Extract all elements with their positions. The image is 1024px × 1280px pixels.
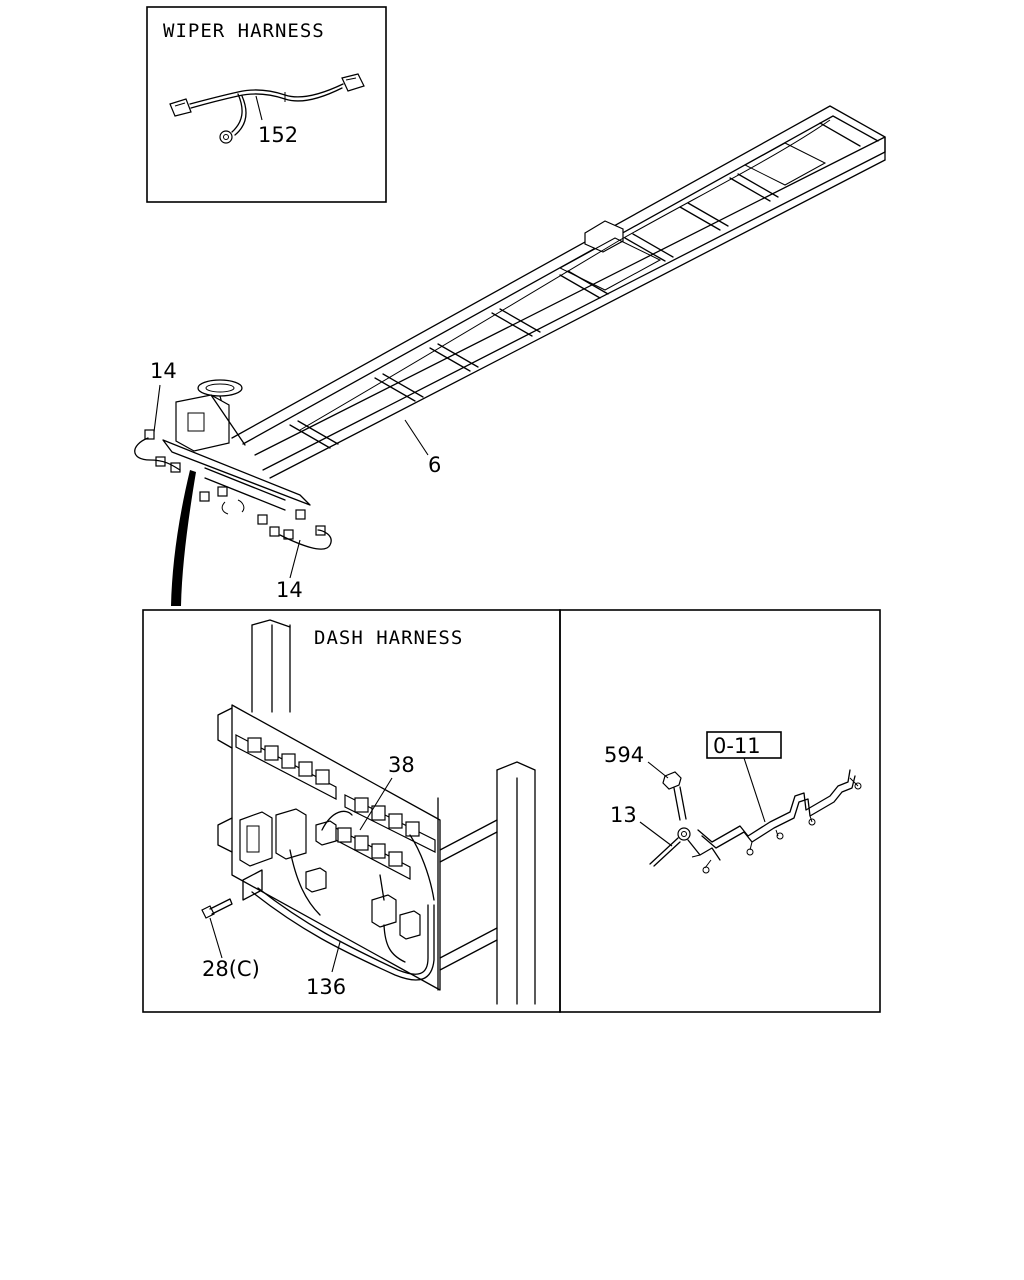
wiper-panel-border — [146, 6, 387, 203]
ground-wire-drawing — [639, 757, 862, 874]
callout-152: 152 — [258, 123, 298, 147]
callout-14-lower: 14 — [276, 578, 303, 602]
callout-13: 13 — [610, 803, 637, 827]
wiper-harness-drawing — [169, 73, 365, 144]
wiper-harness-panel: WIPER HARNESS 152 — [146, 6, 387, 203]
callout-136: 136 — [306, 975, 346, 999]
dash-harness-drawing — [201, 619, 536, 1005]
dash-harness-panel: DASH HARNESS — [142, 609, 561, 1013]
wiper-panel-title: WIPER HARNESS — [163, 20, 325, 42]
chassis-frame-drawing — [134, 105, 886, 606]
cross-members — [289, 122, 861, 449]
relay-row-middle — [354, 797, 420, 837]
callout-14-upper: 14 — [150, 359, 177, 383]
callout-594: 594 — [604, 743, 644, 767]
relay-row-lower — [337, 827, 403, 867]
dash-panel-title: DASH HARNESS — [314, 627, 463, 649]
ref-box-0-11: 0-11 — [706, 731, 782, 759]
callout-6: 6 — [428, 453, 441, 477]
ground-wire-panel: 0-11 594 13 — [559, 609, 881, 1013]
ref-box-label: 0-11 — [713, 734, 761, 758]
relay-row-upper — [247, 737, 330, 785]
ground-panel-border — [559, 609, 881, 1013]
callout-38: 38 — [388, 753, 415, 777]
callout-28c: 28(C) — [202, 957, 260, 981]
